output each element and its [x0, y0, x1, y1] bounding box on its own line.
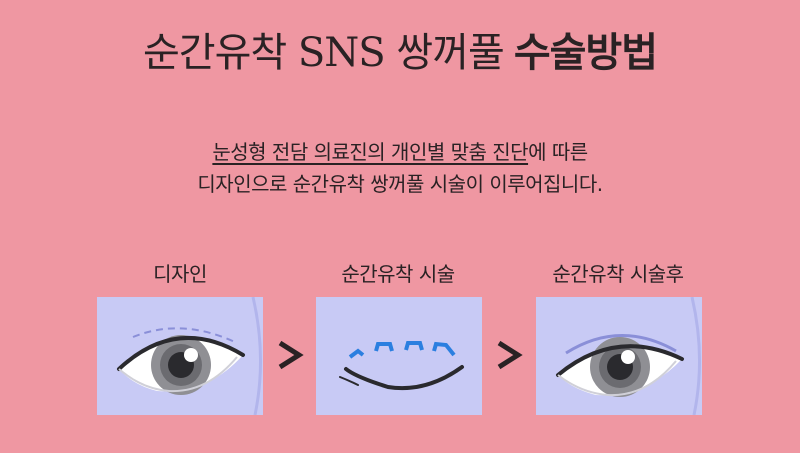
eyelid-suture-icon: [339, 341, 464, 391]
step-panel-procedure: [316, 297, 482, 415]
step-panel-after: [536, 297, 702, 415]
description-line-1: 눈성형 전담 의료진의 개인별 맞춤 진단에 따른: [0, 136, 800, 168]
title-bold: 수술방법: [513, 30, 658, 76]
arrow-right-icon: [497, 340, 523, 370]
description-underlined: 눈성형 전담 의료진의 개인별 맞춤 진단: [212, 140, 529, 164]
title-light: 순간유착 SNS 쌍꺼풀: [142, 30, 505, 76]
step-label-procedure: 순간유착 시술: [341, 262, 455, 286]
step-label-after: 순간유착 시술후: [552, 262, 684, 286]
description: 눈성형 전담 의료진의 개인별 맞춤 진단에 따른 디자인으로 순간유착 쌍꺼풀…: [0, 136, 800, 200]
eye-double-eyelid-icon: [556, 297, 702, 415]
description-line1-rest: 에 따른: [528, 140, 588, 164]
eye-design-dashed-line-icon: [117, 297, 263, 415]
arrow-right-icon: [278, 340, 304, 370]
step-panel-design: [97, 297, 263, 415]
description-line-2: 디자인으로 순간유착 쌍꺼풀 시술이 이루어집니다.: [197, 172, 603, 196]
step-label-design: 디자인: [153, 262, 207, 286]
